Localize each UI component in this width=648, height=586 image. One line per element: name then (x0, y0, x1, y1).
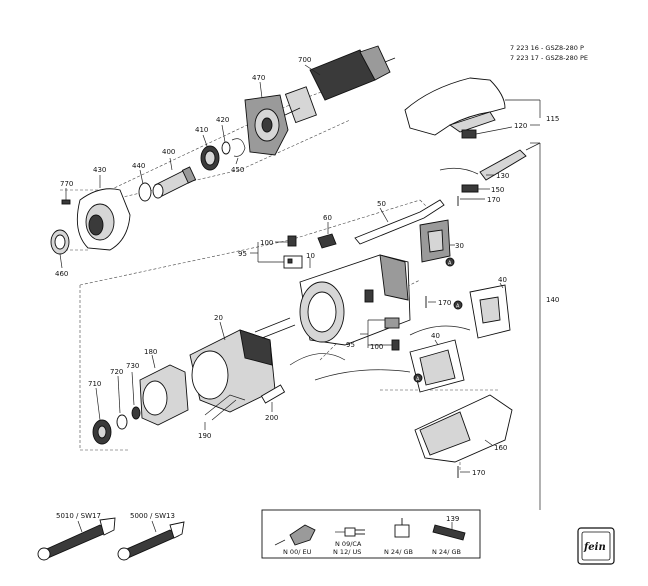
label-470: 470 (252, 74, 265, 82)
part-150-clamp (461, 184, 490, 193)
label-100-middle: 100 (370, 343, 383, 351)
part-700-armature (284, 45, 396, 124)
part-130-cable-guide (439, 142, 541, 181)
mark-a-3: A (416, 377, 420, 383)
label-150: 150 (491, 186, 504, 194)
part-730-washer (131, 371, 141, 420)
part-470-bearing-plate (244, 81, 289, 156)
part-100-upper-clip (275, 235, 297, 247)
part-20-stator (189, 317, 296, 413)
part-180-fan-cover (139, 354, 189, 426)
part-410-bearing (200, 134, 220, 171)
part-50-bracket (354, 199, 445, 245)
label-170-top: 170 (487, 196, 500, 204)
plug-variants-box (261, 509, 481, 559)
part-170-screw-bottom (457, 466, 470, 478)
mark-a-1: A (448, 261, 452, 267)
part-140-callout-bracket (530, 142, 541, 510)
wrench-sw13 (117, 520, 185, 561)
label-40-upper: 40 (498, 276, 507, 284)
part-40-switch-housing-upper: A (453, 282, 511, 339)
model-number-pe: 7 223 17 - GSZ8-280 PE (510, 54, 588, 62)
part-number-labels: 770 430 440 400 410 420 450 470 700 460 … (55, 56, 559, 523)
label-120: 120 (514, 122, 527, 130)
label-730: 730 (126, 362, 139, 370)
plug-ca-us (335, 527, 365, 537)
plug-label-ca: N 09/CA (335, 540, 362, 548)
mark-a-2: A (456, 304, 460, 310)
label-95-upper: 95 (238, 250, 247, 258)
label-100-upper: 100 (260, 239, 273, 247)
fein-logo: fein (577, 527, 615, 565)
plug-gb (394, 518, 410, 538)
label-10: 10 (306, 252, 315, 260)
part-710-bearing (92, 387, 112, 445)
label-160: 160 (494, 444, 507, 452)
part-170-screw-middle (425, 296, 436, 308)
part-190-brush-springs (204, 394, 246, 430)
label-20: 20 (214, 314, 223, 322)
label-710: 710 (88, 380, 101, 388)
label-190: 190 (198, 432, 211, 440)
label-180: 180 (144, 348, 157, 356)
label-420: 420 (216, 116, 229, 124)
label-139: 139 (446, 515, 459, 523)
part-160-lower-cover (414, 394, 513, 463)
fein-logo-text: fein (583, 542, 606, 553)
label-200: 200 (265, 414, 278, 422)
part-10-motor-housing (299, 254, 411, 346)
label-460: 460 (55, 270, 68, 278)
plug-label-gb-cable: N 24/ GB (432, 548, 461, 556)
part-120-cover-clip (461, 126, 513, 139)
part-720-ring (116, 375, 128, 430)
label-170-middle: 170 (438, 299, 451, 307)
part-200-sleeve (260, 384, 286, 412)
label-40-lower: 40 (431, 332, 440, 340)
label-30: 30 (455, 242, 464, 250)
plug-label-us: N 12/ US (333, 548, 361, 556)
label-50: 50 (377, 200, 386, 208)
label-700: 700 (298, 56, 311, 64)
part-60-switch-cap (317, 222, 337, 249)
label-770: 770 (60, 180, 73, 188)
part-450-circlip (231, 138, 246, 165)
part-770-screw (61, 188, 71, 205)
part-170-screw-top (457, 196, 485, 206)
label-430: 430 (93, 166, 106, 174)
label-115: 115 (546, 115, 559, 123)
label-440: 440 (132, 162, 145, 170)
label-720: 720 (110, 368, 123, 376)
plug-gb-cable (432, 522, 466, 541)
cable-wires (289, 325, 471, 381)
label-400: 400 (162, 148, 175, 156)
plug-label-eu: N 00/ EU (283, 548, 312, 556)
part-30-electronics-module: A (419, 219, 455, 267)
part-95-upper-holder (250, 242, 303, 269)
part-40-switch-housing-lower: A (409, 339, 465, 393)
part-420-ring (221, 124, 231, 155)
label-410: 410 (195, 126, 208, 134)
part-400-spindle (152, 157, 197, 199)
label-95-middle: 95 (346, 341, 355, 349)
wrench-sw17 (37, 517, 116, 561)
wrench-label-sw17: 5010 / SW17 (56, 512, 101, 520)
label-450: 450 (231, 166, 244, 174)
part-430-gear-housing (76, 175, 131, 251)
label-140: 140 (546, 296, 559, 304)
wrench-label-sw13: 5000 / SW13 (130, 512, 175, 520)
part-95-middle-holder (360, 317, 400, 348)
label-170-bottom: 170 (472, 469, 485, 477)
label-130: 130 (496, 172, 509, 180)
label-60: 60 (323, 214, 332, 222)
part-460-seal-ring (50, 229, 70, 269)
plug-eu (274, 524, 316, 546)
part-100-middle-clip (368, 339, 400, 351)
part-440-circlip (138, 169, 152, 202)
model-number-p: 7 223 16 - GSZ8-280 P (510, 44, 584, 52)
part-115-top-cover (404, 77, 541, 136)
plug-label-gb: N 24/ GB (384, 548, 413, 556)
